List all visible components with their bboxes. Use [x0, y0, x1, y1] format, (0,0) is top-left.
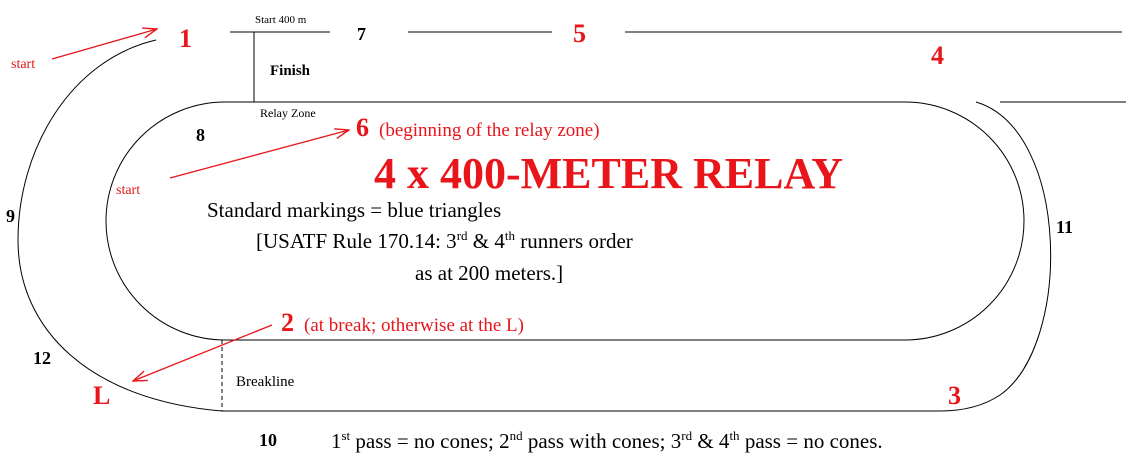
- marker-3: 3: [948, 381, 961, 410]
- finish-label: Finish: [270, 63, 311, 79]
- start-top-label: start: [11, 57, 35, 72]
- l-arrow: [133, 324, 273, 381]
- note-line-3: as at 200 meters.]: [415, 261, 563, 285]
- note-line-2: [USATF Rule 170.14: 3rd & 4th runners or…: [256, 228, 633, 253]
- track: [17, 31, 1126, 412]
- red-labels: start start 1 5 4 6 (beginning of the re…: [11, 19, 961, 410]
- start-inner-label: start: [116, 183, 140, 198]
- diagram-title: 4 x 400-METER RELAY: [374, 149, 843, 198]
- marker-5: 5: [573, 19, 586, 48]
- arrows: [51, 29, 349, 381]
- marker-10: 10: [259, 430, 277, 450]
- marker-6: 6 (beginning of the relay zone): [356, 113, 600, 142]
- relay-zone-label: Relay Zone: [260, 106, 316, 120]
- marker-2: 2 (at break; otherwise at the L): [281, 308, 524, 337]
- start-400-label: Start 400 m: [255, 14, 307, 26]
- marker-7: 7: [357, 24, 366, 44]
- breakline-label: Breakline: [236, 374, 295, 390]
- black-labels: Start 400 m 7 Finish Relay Zone 8 9 11 1…: [6, 14, 1073, 450]
- footer-note: 1st pass = no cones; 2nd pass with cones…: [331, 428, 883, 453]
- note-line-1: Standard markings = blue triangles: [207, 198, 501, 222]
- marker-L: L: [93, 381, 110, 410]
- marker-1: 1: [179, 24, 192, 53]
- outer-right-curve: [939, 101, 1052, 412]
- marker-4: 4: [931, 41, 944, 70]
- marker-12: 12: [33, 348, 51, 368]
- inner-track-line: [105, 101, 1025, 341]
- start-inner-arrow: [169, 130, 349, 179]
- marker-9: 9: [6, 206, 15, 226]
- marker-11: 11: [1056, 217, 1073, 237]
- marker-8: 8: [196, 125, 205, 145]
- outer-left-curve: [17, 39, 223, 412]
- center-notes: Standard markings = blue triangles [USAT…: [207, 198, 633, 285]
- start-top-arrow: [51, 29, 157, 60]
